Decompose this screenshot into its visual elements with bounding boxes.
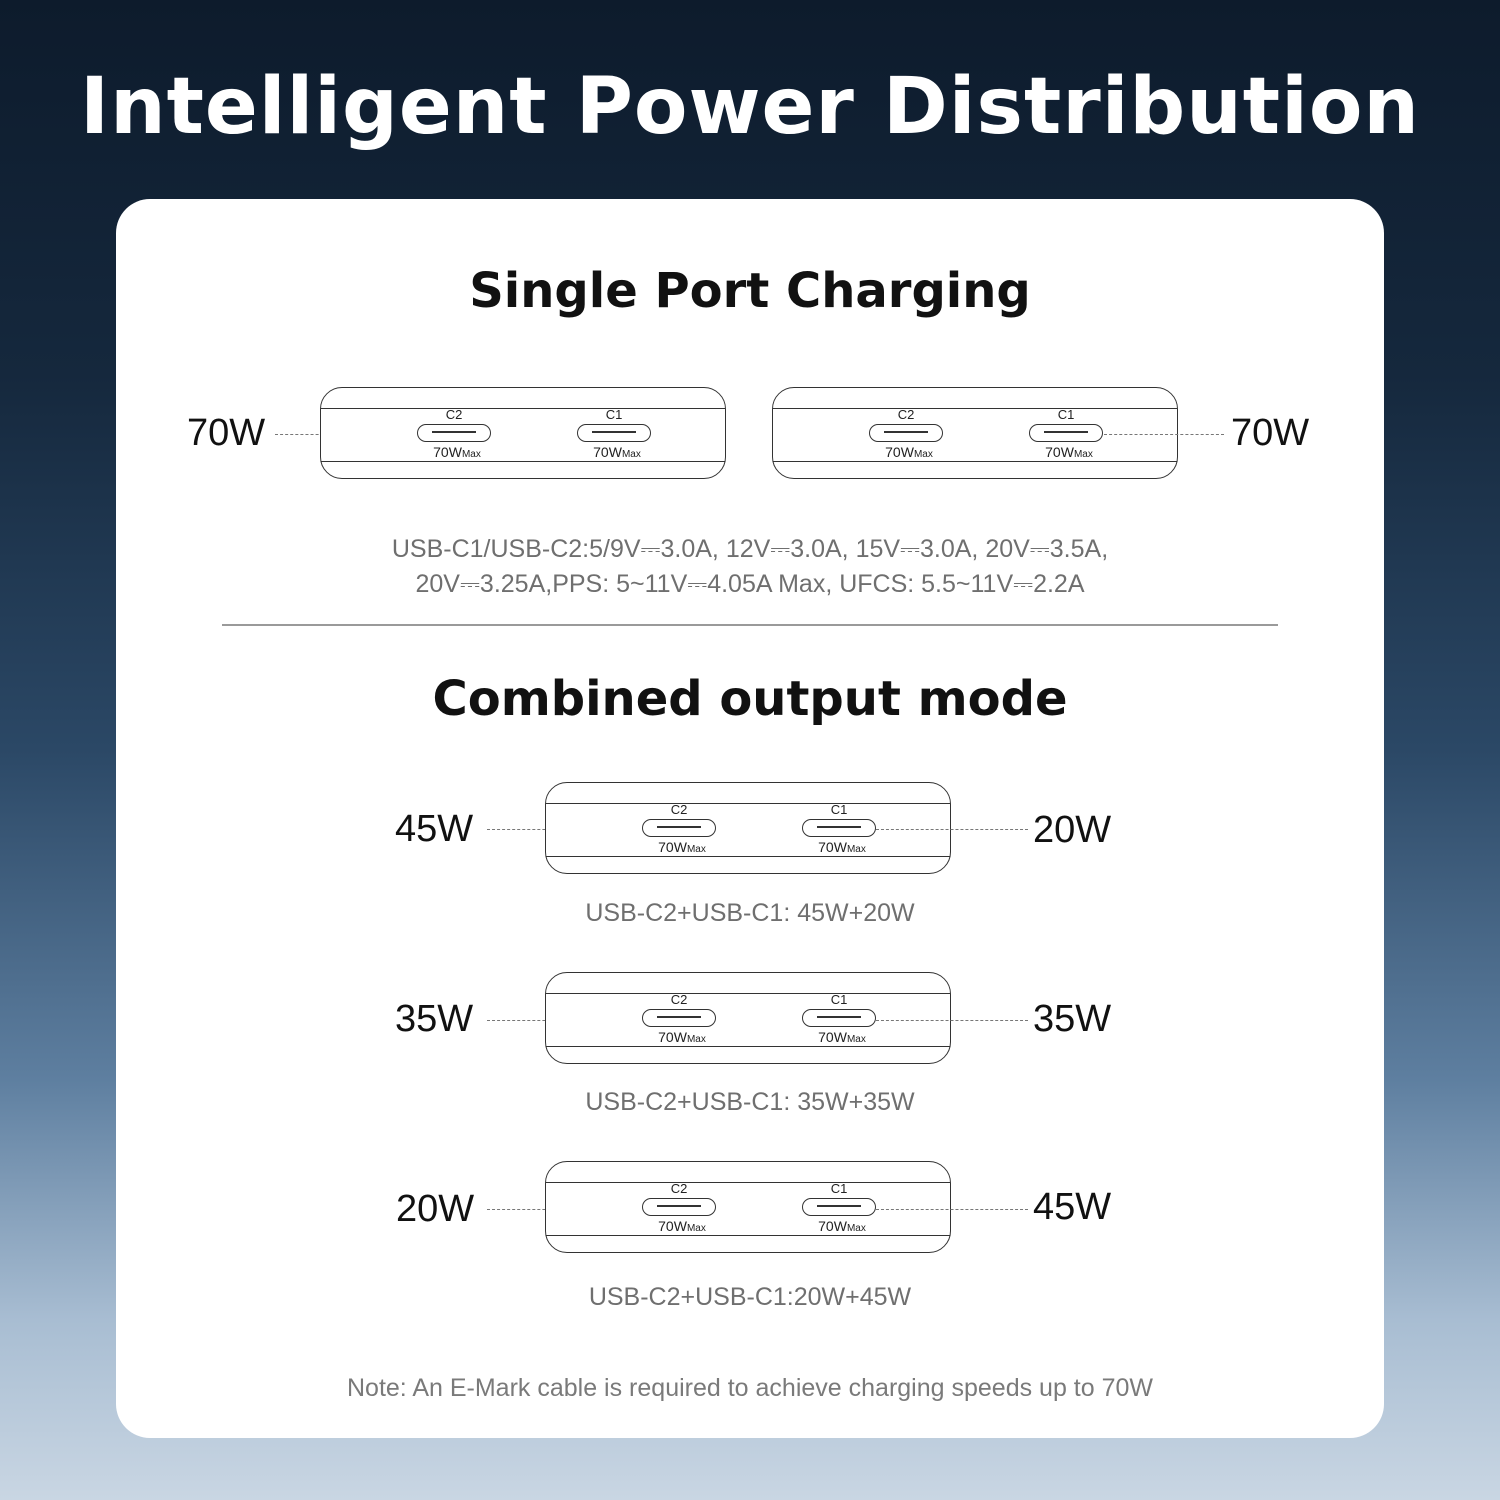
combined-left-watt: 20W <box>396 1188 475 1230</box>
port-c2-label: C2 <box>897 407 915 422</box>
device-diagram: C2 70WMax C1 70WMax <box>772 387 1178 479</box>
combined-right-watt: 45W <box>1033 1186 1112 1228</box>
usb-c-port-icon <box>642 1009 716 1027</box>
spec-line: USB-C1/USB-C2:5/9V⎓3.0A, 12V⎓3.0A, 15V⎓3… <box>391 535 1109 563</box>
usb-c-port-icon <box>869 424 943 442</box>
port-c2-label: C2 <box>445 407 463 422</box>
port-c1-max: 70WMax <box>818 839 866 855</box>
port-c2-max: 70WMax <box>658 1029 706 1045</box>
device-diagram: C2 70WMax C1 70WMax <box>545 782 951 874</box>
single-port-heading: Single Port Charging <box>469 263 1031 319</box>
port-c2-max: 70WMax <box>658 839 706 855</box>
single-right-leader <box>1104 434 1224 435</box>
single-right-watt: 70W <box>1231 412 1310 454</box>
port-c1-max: 70WMax <box>1045 444 1093 460</box>
combined-caption: USB-C2+USB-C1: 45W+20W <box>585 899 915 927</box>
combined-right-leader <box>876 1209 1028 1210</box>
port-c1-max: 70WMax <box>818 1218 866 1234</box>
combined-caption: USB-C2+USB-C1:20W+45W <box>588 1283 912 1311</box>
spec-line: 20V⎓3.25A,PPS: 5~11V⎓4.05A Max, UFCS: 5.… <box>415 570 1085 598</box>
section-divider <box>222 624 1278 626</box>
port-c1-max: 70WMax <box>593 444 641 460</box>
combined-right-leader <box>876 829 1028 830</box>
usb-c-port-icon <box>417 424 491 442</box>
usb-c-port-icon <box>642 819 716 837</box>
usb-c-port-icon <box>577 424 651 442</box>
usb-c-port-icon <box>802 1009 876 1027</box>
usb-c-port-icon <box>1029 424 1103 442</box>
port-c1-label: C1 <box>830 992 848 1007</box>
port-c2-label: C2 <box>670 992 688 1007</box>
page-title: Intelligent Power Distribution <box>80 62 1420 152</box>
footnote: Note: An E-Mark cable is required to ach… <box>347 1374 1153 1402</box>
port-c2-label: C2 <box>670 1181 688 1196</box>
combined-left-watt: 35W <box>395 998 474 1040</box>
combined-right-watt: 35W <box>1033 998 1112 1040</box>
device-diagram: C2 70WMax C1 70WMax <box>545 1161 951 1253</box>
usb-c-port-icon <box>802 819 876 837</box>
usb-c-port-icon <box>642 1198 716 1216</box>
port-c1-max: 70WMax <box>818 1029 866 1045</box>
combined-right-watt: 20W <box>1033 809 1112 851</box>
single-left-watt: 70W <box>187 412 266 454</box>
port-c1-label: C1 <box>605 407 623 422</box>
combined-left-watt: 45W <box>395 808 474 850</box>
port-c1-label: C1 <box>830 1181 848 1196</box>
device-diagram: C2 70WMax C1 70WMax <box>320 387 726 479</box>
device-diagram: C2 70WMax C1 70WMax <box>545 972 951 1064</box>
port-c1-label: C1 <box>1057 407 1075 422</box>
port-c2-label: C2 <box>670 802 688 817</box>
combined-caption: USB-C2+USB-C1: 35W+35W <box>585 1088 915 1116</box>
port-c1-label: C1 <box>830 802 848 817</box>
port-c2-max: 70WMax <box>658 1218 706 1234</box>
combined-heading: Combined output mode <box>432 671 1068 727</box>
port-c2-max: 70WMax <box>885 444 933 460</box>
combined-right-leader <box>876 1020 1028 1021</box>
port-c2-max: 70WMax <box>433 444 481 460</box>
usb-c-port-icon <box>802 1198 876 1216</box>
